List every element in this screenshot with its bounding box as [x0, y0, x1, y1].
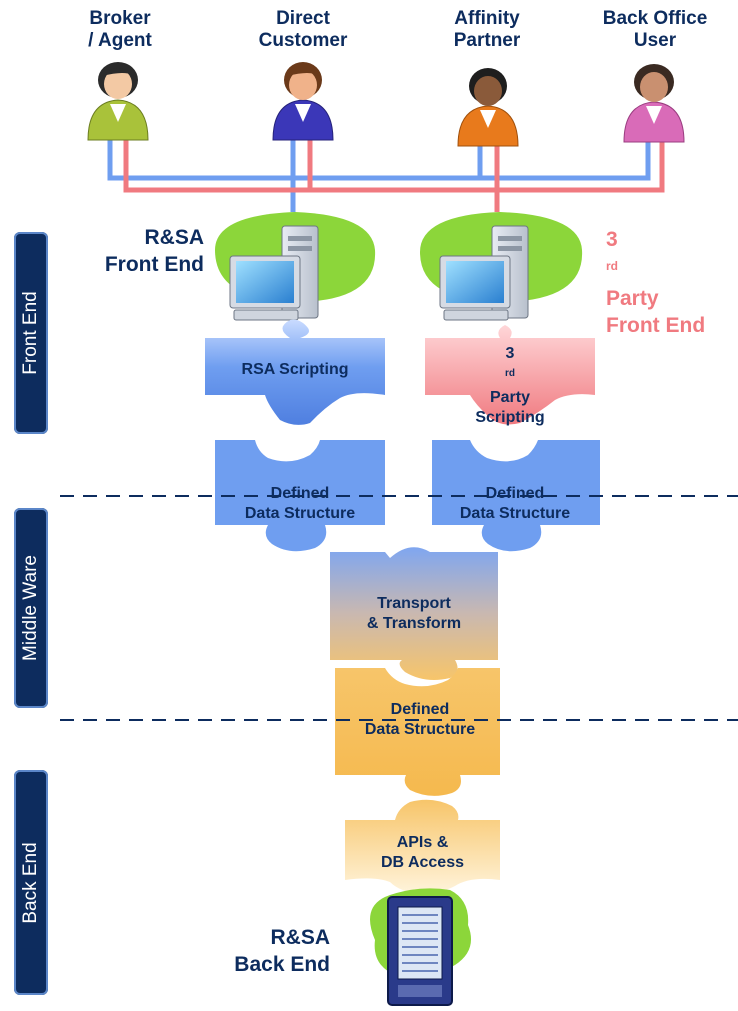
puzzle-piece-defined-right [432, 440, 600, 552]
layer-tab-back-end: Back End [14, 770, 48, 995]
rsa-scripting-label: RSA Scripting [241, 361, 349, 378]
transport-transform-label: Transport& Transform [366, 595, 462, 632]
user-label-broker: Broker/ Agent [88, 8, 152, 51]
person-icon [623, 64, 685, 143]
computer-icon [229, 225, 319, 321]
server-icon [387, 896, 453, 1006]
puzzle-piece-rsa-scripting [205, 319, 385, 425]
person-icon [87, 62, 149, 141]
connector-lines [107, 133, 665, 212]
apis-db-access-label: APIs &DB Access [380, 834, 464, 871]
layer-tab-front-end: Front End [14, 232, 48, 434]
puzzle-piece-transport [330, 547, 498, 680]
person-icon [272, 62, 334, 141]
puzzle-piece-third-scripting [425, 325, 595, 425]
layer-tab-middle-ware: Middle Ware [14, 508, 48, 708]
puzzle-piece-defined-middle [335, 668, 500, 796]
puzzle-piece-apis [345, 799, 500, 894]
computer-icon [439, 225, 529, 321]
person-icon [457, 68, 519, 147]
